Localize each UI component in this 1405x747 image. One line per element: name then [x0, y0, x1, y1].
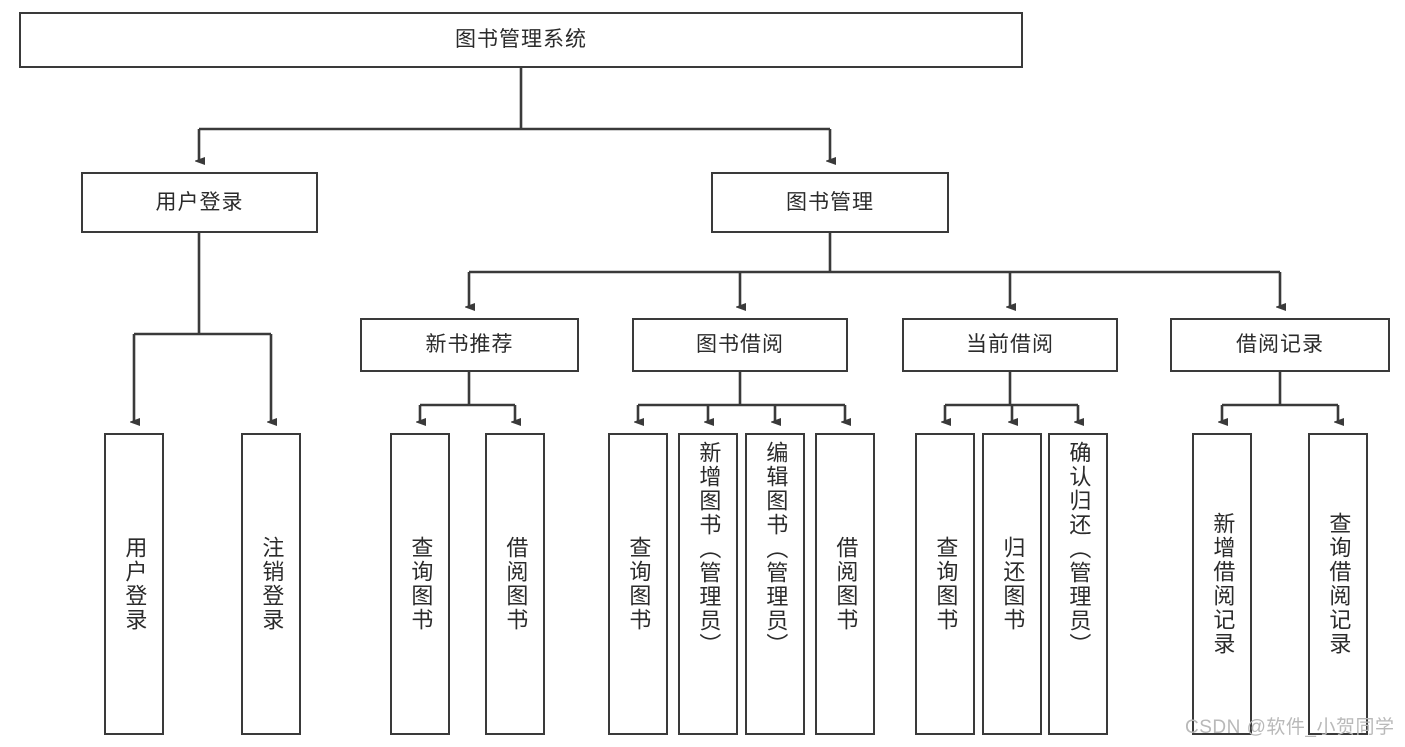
- leaf-return-book[interactable]: 归还图书: [982, 433, 1042, 735]
- connector-borrow-children: [638, 372, 845, 422]
- leaf-add-borrow-record[interactable]: 新增借阅记录: [1192, 433, 1252, 735]
- connector-book-mgmt-children: [469, 233, 1280, 307]
- csdn-watermark: CSDN @软件_小贺同学: [1185, 717, 1395, 738]
- leaf-query-borrow-record[interactable]: 查询借阅记录: [1308, 433, 1368, 735]
- leaf-add-book-admin[interactable]: 新增图书（管理员）: [678, 433, 738, 735]
- node-borrow-record[interactable]: 借阅记录: [1170, 318, 1390, 372]
- connector-borrow-record-children: [1222, 372, 1338, 422]
- node-book-borrow[interactable]: 图书借阅: [632, 318, 848, 372]
- node-book-management[interactable]: 图书管理: [711, 172, 949, 233]
- leaf-borrow-book-recommend[interactable]: 借阅图书: [485, 433, 545, 735]
- leaf-borrow-book[interactable]: 借阅图书: [815, 433, 875, 735]
- leaf-query-book-current[interactable]: 查询图书: [915, 433, 975, 735]
- node-current-borrow[interactable]: 当前借阅: [902, 318, 1118, 372]
- connector-new-book-children: [420, 372, 515, 422]
- leaf-query-book-recommend[interactable]: 查询图书: [390, 433, 450, 735]
- connector-root-to-level2: [199, 68, 830, 161]
- leaf-logout[interactable]: 注销登录: [241, 433, 301, 735]
- connector-user-login-children: [134, 233, 271, 422]
- node-root-system[interactable]: 图书管理系统: [19, 12, 1023, 68]
- leaf-user-login[interactable]: 用户登录: [104, 433, 164, 735]
- node-user-login[interactable]: 用户登录: [81, 172, 318, 233]
- node-new-book-recommend[interactable]: 新书推荐: [360, 318, 579, 372]
- leaf-edit-book-admin[interactable]: 编辑图书（管理员）: [745, 433, 805, 735]
- connector-current-borrow-children: [945, 372, 1078, 422]
- leaf-query-book-borrow[interactable]: 查询图书: [608, 433, 668, 735]
- leaf-confirm-return-admin[interactable]: 确认归还（管理员）: [1048, 433, 1108, 735]
